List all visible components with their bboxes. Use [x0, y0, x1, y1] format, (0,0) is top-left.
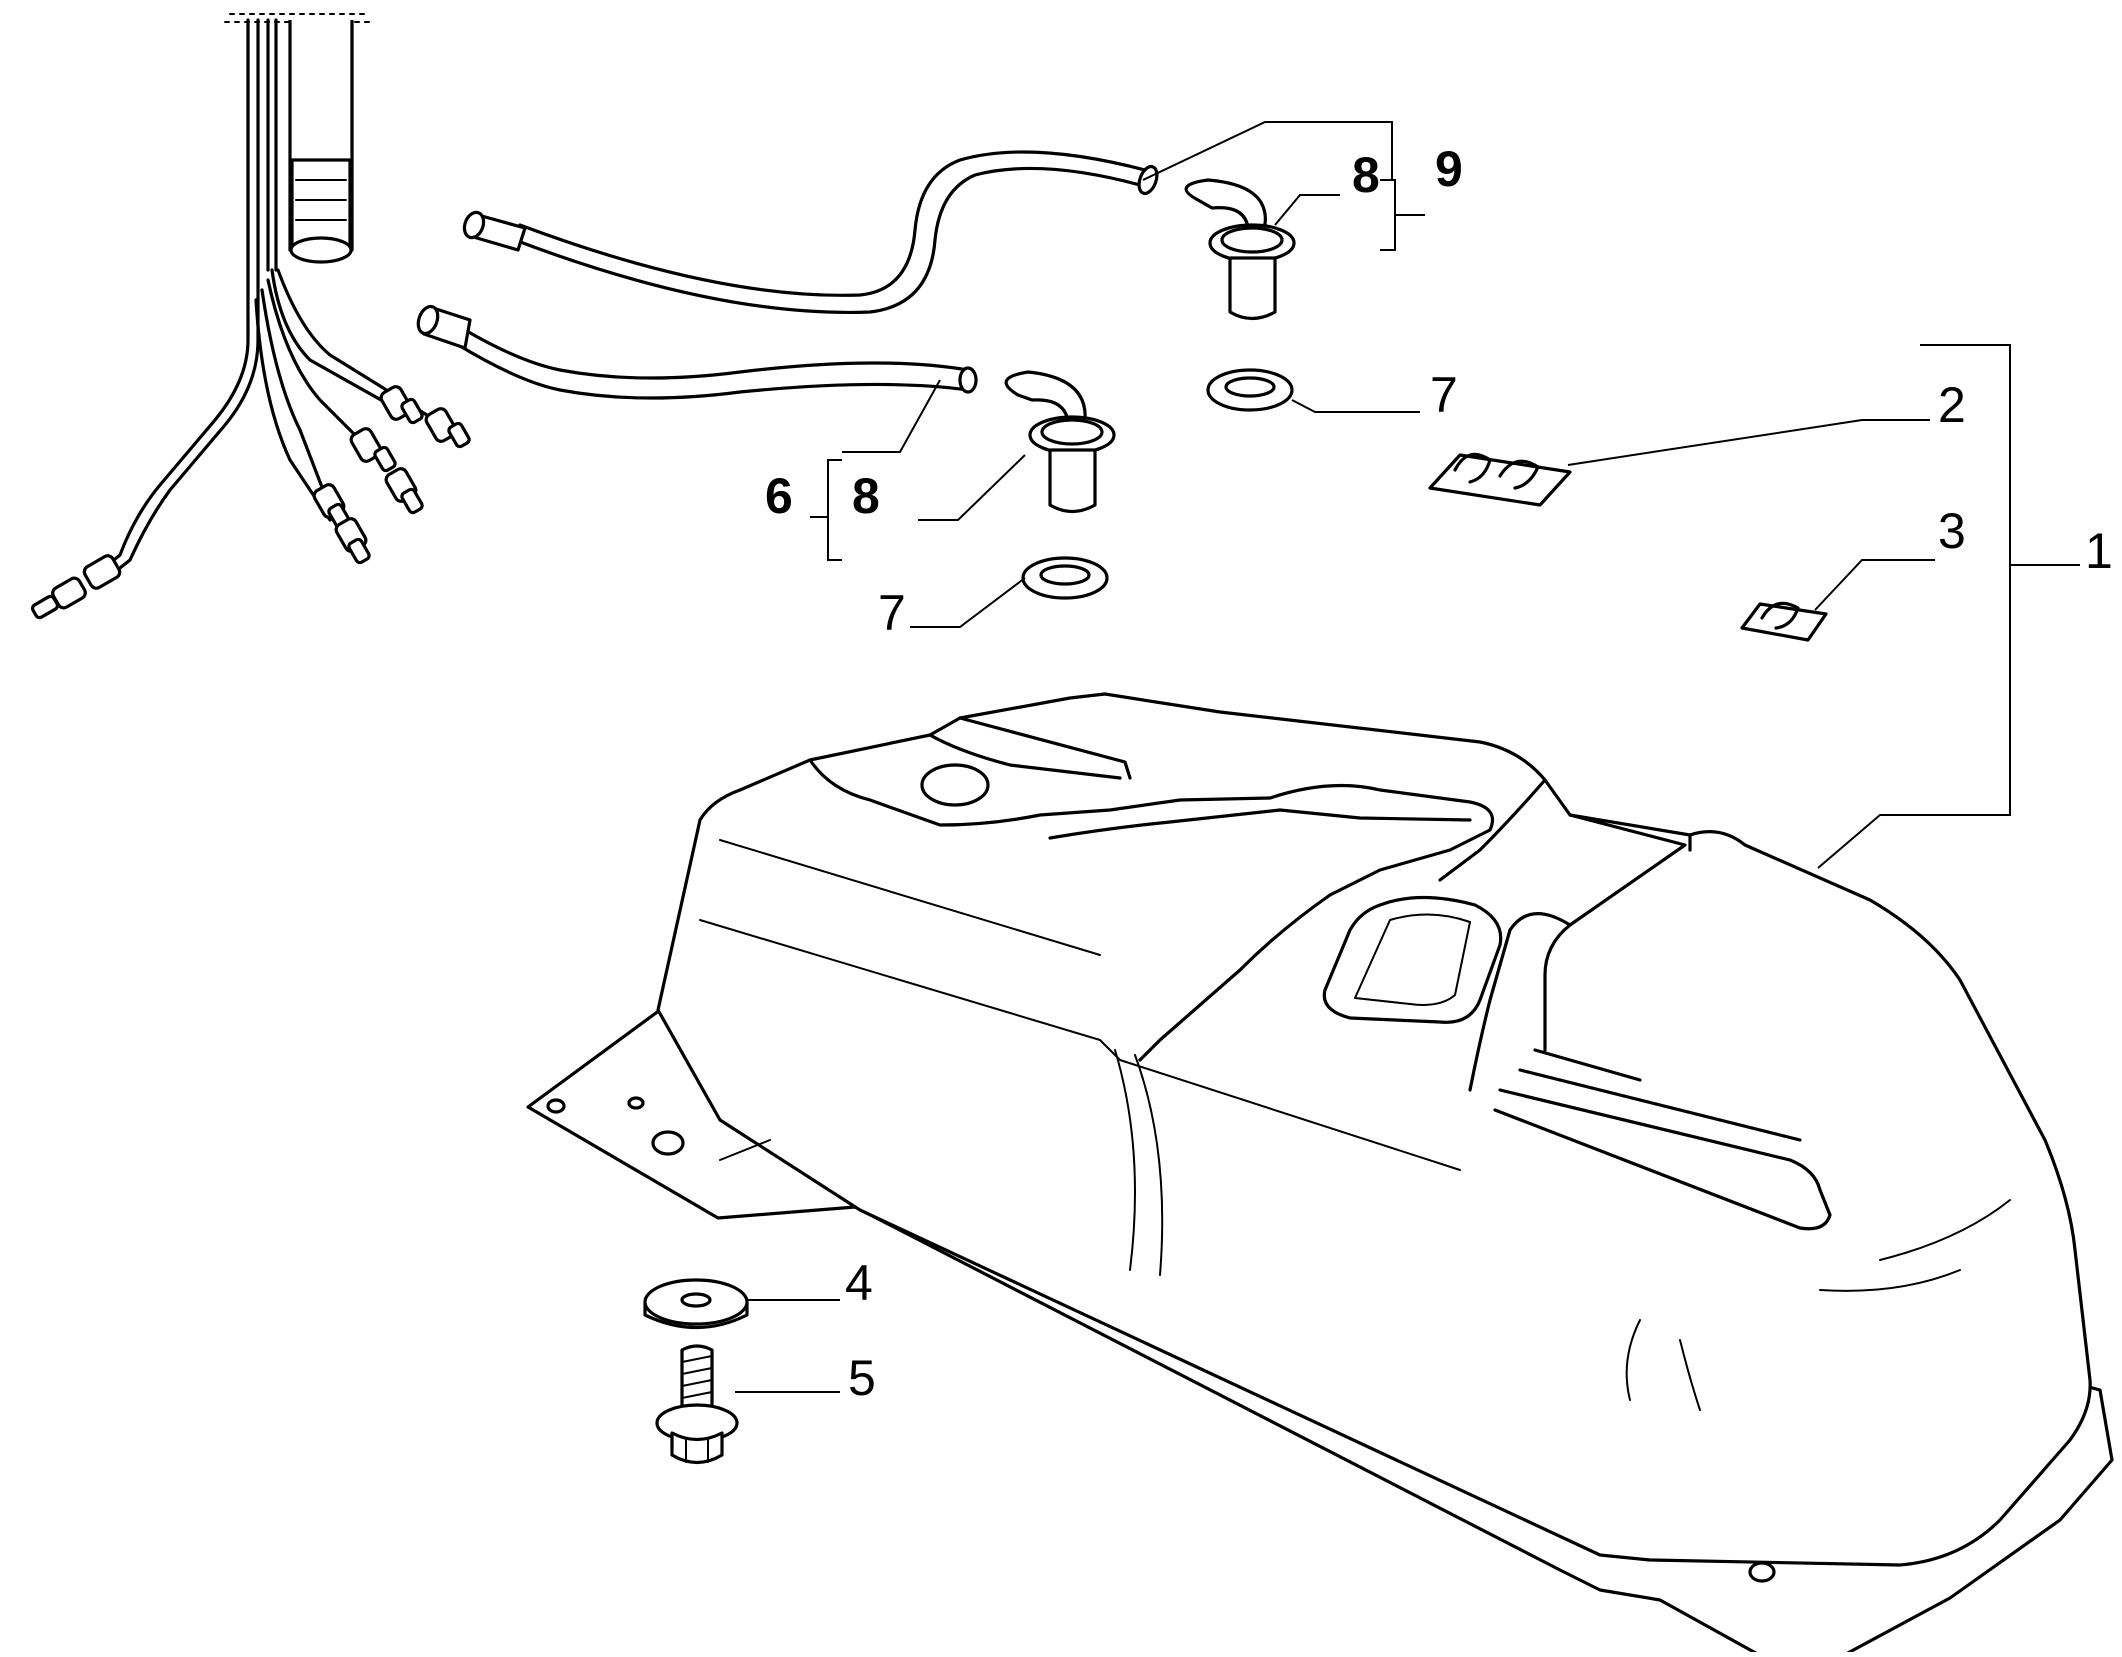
lower-hose	[416, 304, 978, 400]
connector-6	[334, 517, 371, 565]
filler-opening	[920, 763, 990, 807]
double-clip	[1428, 452, 1572, 507]
leader-lines	[735, 121, 2080, 1393]
callout-8-lower: 8	[852, 468, 880, 524]
pump-access-recess	[1322, 895, 1503, 1024]
connector-4	[384, 467, 424, 515]
flange-bolt	[655, 1344, 739, 1465]
connector-2	[424, 407, 471, 449]
wiring-harness	[30, 13, 471, 620]
callout-1: 1	[2085, 523, 2113, 579]
callout-3: 3	[1938, 503, 1966, 559]
callout-8-upper: 8	[1352, 147, 1380, 203]
upper-hose	[462, 150, 1159, 314]
fuel-tank	[526, 692, 2114, 1657]
callout-2: 2	[1938, 377, 1966, 433]
connector-5	[312, 483, 351, 530]
connector-1	[379, 385, 424, 425]
callout-5: 5	[848, 1350, 876, 1406]
callout-labels: 1 2 3 4 5 6 7 7 8 8 9	[765, 141, 2113, 1406]
single-clip	[1740, 601, 1828, 642]
seal-upper	[1206, 368, 1294, 412]
connector-7	[30, 554, 122, 620]
valve-lower	[1004, 370, 1116, 514]
callout-6: 6	[765, 468, 793, 524]
callout-7-lower: 7	[878, 585, 906, 641]
callout-7-upper: 7	[1430, 367, 1458, 423]
callout-9: 9	[1435, 141, 1463, 197]
connector-3	[349, 427, 397, 473]
callout-4: 4	[845, 1255, 873, 1311]
seal-lower	[1021, 556, 1109, 600]
rubber-washer	[643, 1278, 749, 1329]
valve-upper	[1184, 178, 1296, 321]
